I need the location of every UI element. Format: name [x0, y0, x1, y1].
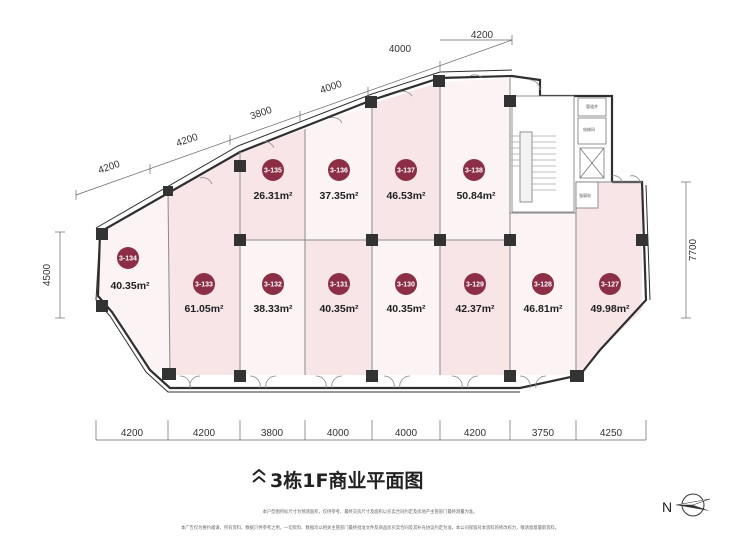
unit-id: 3-133	[195, 282, 213, 289]
pipe-shaft-label: 管道井	[586, 103, 598, 109]
dim-bottom-7: 3750	[532, 428, 555, 439]
unit-area: 26.31m²	[253, 190, 293, 202]
elevator-label: 电梯间	[583, 126, 595, 132]
dim-bottom-3: 3800	[261, 428, 284, 439]
dim-top-4: 4000	[319, 79, 344, 97]
shop-3-129[interactable]: 3-129 42.37m²	[455, 273, 495, 315]
pipe-shaft	[577, 97, 607, 117]
compass: N	[662, 493, 711, 517]
electric-shaft	[575, 181, 599, 209]
compass-icon	[675, 493, 711, 517]
disclaimer-line-1: 本户型图所标尺寸为预测面积，仅供参考，最终交房尺寸及面积以买卖合同约定及房地产主…	[263, 508, 478, 515]
shop-3-138-area[interactable]	[440, 78, 510, 240]
shop-3-133-area[interactable]	[168, 152, 240, 375]
elevator-room	[577, 117, 607, 145]
unit-id: 3-127	[601, 282, 619, 289]
disclaimer-line-2: 本广告仅为要约邀请，所有资料、数据只供参考之用，一切资料、数据均以相关主管部门最…	[181, 524, 559, 531]
dim-right: 7700	[688, 238, 699, 261]
dim-top-1: 4200	[97, 159, 122, 177]
dim-bottom-2: 4200	[193, 428, 216, 439]
dim-left: 4500	[42, 263, 53, 286]
dimension-lines	[55, 35, 691, 441]
shop-3-135-area[interactable]	[240, 129, 305, 240]
shop-3-133[interactable]: 3-133 61.05m²	[184, 273, 224, 315]
dim-top-3: 3800	[249, 105, 274, 123]
dim-bottom-4: 4000	[327, 428, 350, 439]
dim-top-5: 4000	[389, 44, 412, 55]
shop-3-131[interactable]: 3-131 40.35m²	[319, 273, 359, 315]
shop-3-128[interactable]: 3-128 46.81m²	[523, 273, 563, 315]
dim-top-2: 4200	[175, 132, 200, 150]
stair-treads	[510, 135, 556, 191]
chevron-up-icon	[252, 468, 266, 483]
building-core	[510, 95, 607, 213]
unit-area: 46.81m²	[523, 303, 563, 315]
dim-bottom-8: 4250	[600, 428, 623, 439]
shop-3-130[interactable]: 3-130 40.35m²	[386, 273, 426, 315]
shop-3-136[interactable]: 3-136 37.35m²	[319, 159, 359, 202]
unit-id: 3-128	[534, 282, 552, 289]
unit-labels: 3-134 40.35m² 3-135 26.31m² 3-136 37.35m…	[110, 159, 630, 315]
unit-id: 3-131	[330, 282, 348, 289]
page-title: 3栋1F商业平面图	[270, 469, 423, 492]
unit-id: 3-137	[397, 168, 415, 175]
shop-fills	[100, 78, 642, 375]
unit-id: 3-135	[264, 168, 282, 175]
columns	[96, 75, 648, 382]
shop-3-129-area[interactable]	[440, 240, 510, 375]
unit-area: 42.37m²	[455, 303, 495, 315]
shop-3-132-area[interactable]	[240, 240, 305, 375]
shop-3-132[interactable]: 3-132 38.33m²	[253, 273, 293, 315]
unit-area: 37.35m²	[319, 190, 359, 202]
dim-bottom-1: 4200	[121, 428, 144, 439]
shop-3-138[interactable]: 3-138 50.84m²	[456, 159, 496, 202]
unit-id: 3-136	[330, 168, 348, 175]
unit-area: 38.33m²	[253, 303, 293, 315]
shop-3-134-area[interactable]	[100, 192, 170, 370]
electric-shaft-label: 强弱电	[579, 192, 591, 198]
unit-area: 49.98m²	[590, 303, 630, 315]
shop-3-134[interactable]: 3-134 40.35m²	[110, 247, 150, 292]
shop-3-137[interactable]: 3-137 46.53m²	[386, 159, 426, 202]
compass-north-label: N	[662, 499, 672, 515]
shop-3-130-area[interactable]	[372, 240, 440, 375]
interior-walls	[167, 78, 642, 376]
dim-bottom-5: 4000	[395, 428, 418, 439]
unit-id: 3-134	[119, 256, 137, 263]
unit-area: 40.35m²	[110, 280, 150, 292]
shop-3-127[interactable]: 3-127 49.98m²	[590, 273, 630, 315]
unit-id: 3-129	[466, 282, 484, 289]
stair-well	[519, 131, 533, 203]
unit-id: 3-138	[465, 168, 483, 175]
dim-bottom-6: 4200	[464, 428, 487, 439]
unit-area: 46.53m²	[386, 190, 426, 202]
unit-id: 3-132	[264, 282, 282, 289]
unit-area: 40.35m²	[386, 303, 426, 315]
unit-area: 40.35m²	[319, 303, 359, 315]
unit-id: 3-130	[397, 282, 415, 289]
shop-3-135[interactable]: 3-135 26.31m²	[253, 159, 293, 202]
shop-3-131-area[interactable]	[305, 240, 372, 375]
unit-area: 50.84m²	[456, 190, 496, 202]
disclaimer: 本户型图所标尺寸为预测面积，仅供参考，最终交房尺寸及面积以买卖合同约定及房地产主…	[181, 508, 559, 531]
unit-area: 61.05m²	[184, 303, 224, 315]
dim-top-right: 4200	[471, 30, 494, 41]
title-block: 3栋1F商业平面图	[252, 468, 423, 492]
door-swings	[179, 74, 641, 389]
